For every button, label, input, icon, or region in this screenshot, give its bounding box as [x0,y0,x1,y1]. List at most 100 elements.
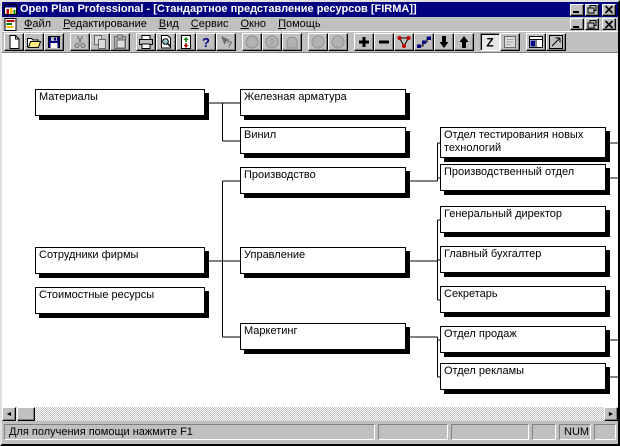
step-nodes-button[interactable] [414,33,434,51]
fit-window-button[interactable] [546,33,566,51]
node-label: Отдел продаж [444,328,517,340]
resource-node-testing-dept[interactable]: Отдел тестирования новых технологий [440,127,606,158]
close-icon [604,19,614,29]
print-preview-button[interactable] [156,33,176,51]
node-label: Главный бухгалтер [444,248,542,260]
status-panel-3 [532,424,556,440]
zoom-z-button[interactable]: Z [480,33,500,51]
window-title: Open Plan Professional - [Стандартное пр… [20,3,417,15]
print-button[interactable] [136,33,156,51]
arrow-up-button[interactable] [454,33,474,51]
arrow-right-icon: ► [607,410,615,418]
minus-icon [376,34,392,50]
resource-node-chief-accountant[interactable]: Главный бухгалтер [440,246,606,273]
copy-button [90,33,110,51]
toolbar-group [70,33,130,51]
restore-button[interactable] [585,3,599,16]
minimize-icon [573,11,579,13]
resource-node-rebar[interactable]: Железная арматура [240,89,406,116]
menu-item-view[interactable]: Вид [158,17,179,30]
toolbar-group [308,33,348,51]
status-bar: Для получения помощи нажмите F1 NUM [2,421,618,444]
child-minimize-button[interactable] [570,18,584,30]
node-circle-button [242,33,262,51]
num-indicator: NUM [559,424,591,440]
resource-node-secretary[interactable]: Секретарь [440,286,606,313]
close-button[interactable] [602,3,616,16]
help-button[interactable]: ? [196,33,216,51]
minimize-button[interactable] [570,3,584,16]
help-icon: ? [198,34,214,50]
restore-icon [587,5,597,14]
toolbar-group: ?? [136,33,236,51]
restore-icon [587,19,597,28]
menu-item-help[interactable]: Помощь [278,17,321,30]
cut-button [70,33,90,51]
node-question-icon: ? [264,34,280,50]
copy-icon [92,34,108,50]
plus-icon [356,34,372,50]
toolbar-group: Z [480,33,520,51]
link-nodes-button[interactable] [394,33,414,51]
resource-node-advertising-dept[interactable]: Отдел рекламы [440,363,606,390]
resource-node-production-dept[interactable]: Производственный отдел [440,164,606,191]
scrollbar-thumb[interactable] [17,407,35,421]
import-export-button[interactable] [176,33,196,51]
node-label: Управление [244,249,306,261]
menu-item-service[interactable]: Сервис [190,17,229,30]
node-arch-button [282,33,302,51]
grid-window-button[interactable] [526,33,546,51]
document-icon[interactable] [4,17,17,31]
link-nodes-icon [396,34,412,50]
resource-node-production[interactable]: Производство [240,167,406,194]
resource-node-vinyl[interactable]: Винил [240,127,406,154]
save-button[interactable] [44,33,64,51]
new-document-button[interactable] [4,33,24,51]
node-circle-3-button [328,33,348,51]
menu-item-window[interactable]: Окно [240,17,267,30]
menu-bar: Файл Редактирование Вид Сервис Окно Помощь [2,17,618,31]
resource-node-sales-dept[interactable]: Отдел продаж [440,326,606,353]
new-document-icon [6,34,22,50]
resource-node-cost-resources[interactable]: Стоимостные ресурсы [35,287,205,314]
node-label: Производственный отдел [444,166,575,178]
node-circle-3-icon [330,34,346,50]
open-folder-button[interactable] [24,33,44,51]
svg-text:?: ? [227,40,233,50]
scrollbar-right-button[interactable]: ► [604,407,618,421]
notes-button [500,33,520,51]
scrollbar-left-button[interactable]: ◄ [2,407,16,421]
node-label: Винил [244,129,277,141]
arrow-down-icon [436,34,452,50]
paste-icon [112,34,128,50]
child-close-button[interactable] [602,18,616,30]
status-message: Для получения помощи нажмите F1 [4,424,375,440]
minus-button[interactable] [374,33,394,51]
status-panel-2 [451,424,529,440]
plus-button[interactable] [354,33,374,51]
print-preview-icon [158,34,174,50]
menu-item-file[interactable]: Файл [24,17,52,30]
toolbar: ??? Z [2,31,618,52]
node-circle-2-button [308,33,328,51]
menu-item-edit[interactable]: Редактирование [63,17,147,30]
status-panel-1 [378,424,448,440]
grid-window-icon [528,34,544,50]
resource-node-materials[interactable]: Материалы [35,89,205,116]
horizontal-scrollbar-track[interactable]: ◄ ► [2,407,618,421]
save-icon [46,34,62,50]
node-label: Отдел рекламы [444,365,525,377]
resource-node-employees[interactable]: Сотрудники фирмы [35,247,205,274]
node-label: Секретарь [444,288,498,300]
resource-node-marketing[interactable]: Маркетинг [240,323,406,350]
resource-node-management[interactable]: Управление [240,247,406,274]
resource-node-general-director[interactable]: Генеральный директор [440,206,606,233]
cut-icon [72,34,88,50]
close-icon [604,5,614,14]
minimize-icon [573,25,579,28]
child-restore-button[interactable] [585,18,599,30]
svg-text:?: ? [270,38,275,47]
arrow-down-button[interactable] [434,33,454,51]
